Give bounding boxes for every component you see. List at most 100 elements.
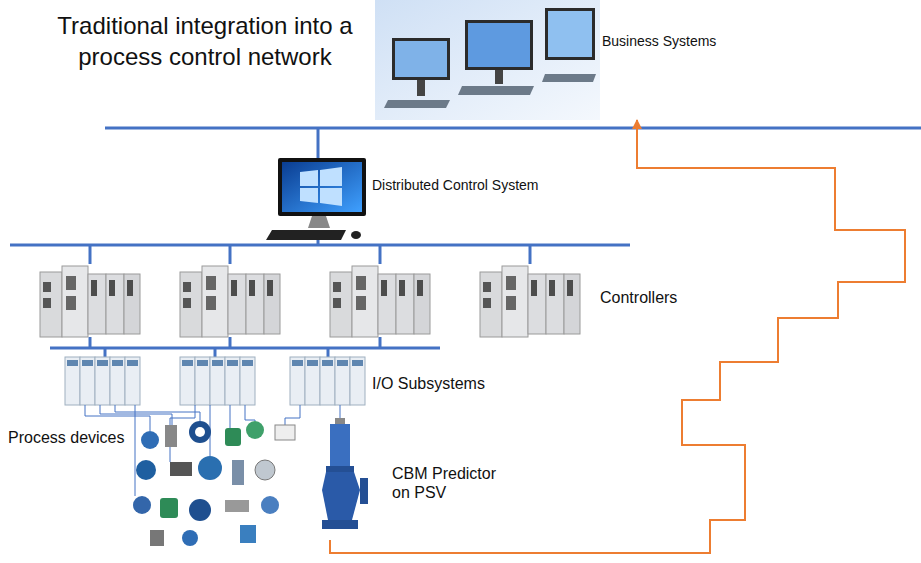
dcs-computer [266,158,366,240]
process-devices [136,460,156,480]
business-systems-photo [465,20,533,70]
cbm-predictor: CBM Predictor on PSV [308,412,523,540]
process-devices [195,427,205,437]
network-bus [89,245,92,264]
network-bus [229,245,232,264]
diagram-title: Traditional integration into a process c… [18,10,392,72]
process-devices [189,421,211,443]
network-bus [317,240,320,245]
dcs-station: Distributed Control System [268,150,568,238]
process-devices [255,460,275,480]
psv-valve [322,418,368,529]
network-bus [105,127,921,130]
psv-valve [326,466,354,472]
psv-valve [330,424,350,470]
business-systems-photo [375,0,600,120]
network-bus [529,245,532,264]
title-box: Traditional integration into a process c… [18,10,392,72]
dcs-computer [278,158,366,216]
process-devices [225,428,241,446]
field-wires [135,405,136,496]
network-bus [379,337,382,348]
dcs-computer [320,188,342,206]
field-wires [340,405,341,418]
network-bus [317,128,320,158]
process-devices [246,421,264,439]
dcs-computer [320,167,342,186]
controller-racks [480,266,580,337]
business-systems-photo [548,11,592,57]
node-label: I/O Subsystems [372,374,485,393]
process-devices [232,460,244,485]
business-systems-photo [375,0,600,120]
node-label: CBM Predictor on PSV [392,464,507,502]
process-devices [182,530,198,546]
io-modules [290,357,365,405]
field-wires [230,405,231,428]
field-wires [85,405,150,431]
node-label: Process devices [8,428,125,447]
node-label: Distributed Control System [372,177,539,194]
network-bus [379,245,382,264]
controller-racks [180,266,280,337]
process-devices [133,421,295,546]
business-systems-photo [468,23,530,67]
business-systems-photo [417,80,425,96]
controller-racks [330,266,430,337]
controllers-group: Controllers [30,252,700,338]
node-label: Business Systems [602,33,716,50]
dcs-computer [282,162,362,212]
controller-racks [40,266,580,337]
psv-valve [322,520,358,529]
business-systems-photo [495,70,503,84]
business-systems-photo [542,74,596,82]
field-wires [285,405,300,425]
process-devices [275,425,295,440]
data-flow-line [330,120,905,553]
io-modules [180,357,255,405]
field-wires [85,405,340,496]
io-subsystems: I/O Subsystems [60,352,520,408]
process-devices [170,462,192,476]
field-wires [100,405,172,425]
business-systems-photo [545,8,595,60]
network-bus [10,244,630,247]
network-bus [214,348,217,357]
process-devices [240,525,256,543]
business-systems-photo [395,41,447,77]
process-devices [165,425,177,447]
psv-valve [322,472,360,520]
business-systems-photo [392,38,450,80]
io-modules [65,357,365,405]
process-devices [261,496,279,514]
process-devices [225,500,249,512]
process-devices [141,431,159,449]
business-systems-photo [384,100,450,108]
psv-valve [360,478,368,504]
controller-racks [40,266,140,337]
process-devices [189,499,211,521]
process-devices: Process devices [4,410,304,555]
business-systems: Business Systems [375,2,723,120]
network-bus [104,348,107,357]
network-bus [89,337,92,348]
business-systems-photo [458,86,534,95]
dcs-computer [300,170,318,186]
dcs-computer [300,188,318,203]
network-bus [229,337,232,348]
dcs-computer [266,230,346,240]
io-modules [65,357,140,405]
field-wires [245,405,255,421]
dcs-computer [351,231,361,239]
process-devices [150,530,164,546]
node-label: Controllers [600,288,677,307]
network-bus [327,348,330,357]
network-bus [10,128,921,357]
process-devices [198,456,222,480]
psv-valve [335,418,345,424]
dcs-computer [308,216,330,228]
process-devices [160,498,178,518]
process-devices [133,496,151,514]
field-wires [115,405,200,421]
